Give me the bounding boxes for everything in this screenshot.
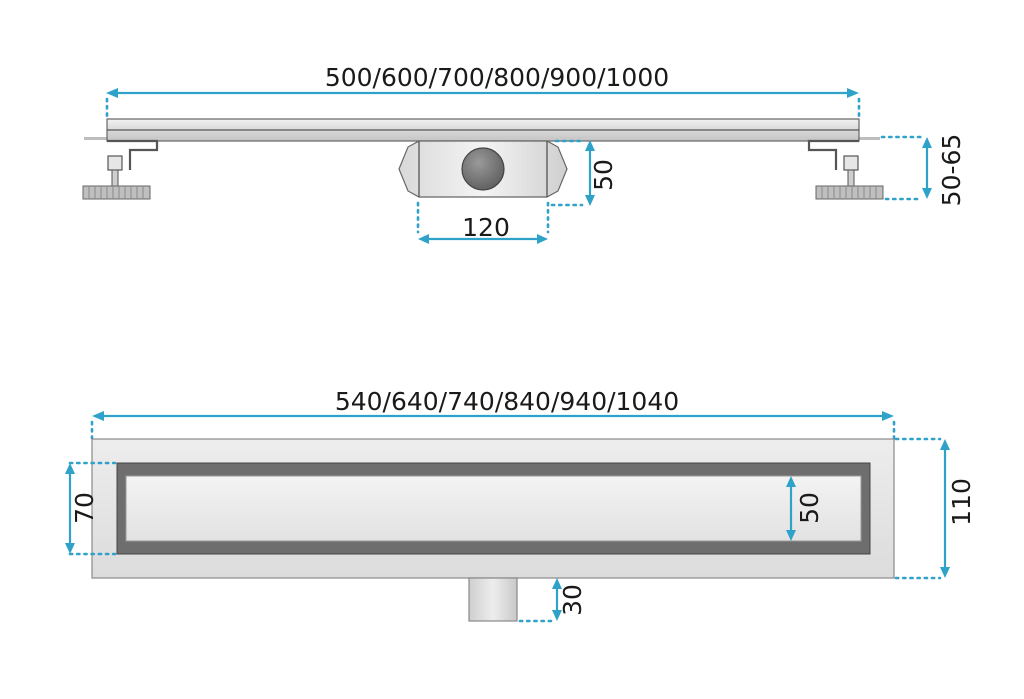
outlet-height-label: 50 bbox=[589, 159, 618, 191]
grate-insert bbox=[125, 475, 862, 542]
inner-width-dimension: 50 bbox=[786, 476, 824, 541]
side-length-dimension: 500/600/700/800/900/1000 bbox=[105, 63, 861, 120]
outlet-width-dimension: 120 bbox=[416, 201, 550, 244]
leveling-foot-left bbox=[82, 139, 159, 200]
outlet-stub-top bbox=[468, 577, 518, 622]
outlet-depth-dimension: 30 bbox=[518, 578, 587, 623]
top-length-label: 540/640/740/840/940/1040 bbox=[335, 387, 679, 416]
top-view: 540/640/740/840/940/1040 70 50 bbox=[65, 387, 976, 623]
adjust-height-label: 50-65 bbox=[937, 134, 966, 207]
side-view: 500/600/700/800/900/1000 bbox=[82, 63, 966, 244]
outlet-width-label: 120 bbox=[462, 213, 510, 242]
adjust-height-dimension: 50-65 bbox=[880, 134, 966, 207]
grate-width-dimension: 70 bbox=[65, 461, 117, 556]
leveling-foot-right bbox=[807, 139, 884, 200]
side-length-label: 500/600/700/800/900/1000 bbox=[325, 63, 669, 92]
outlet-pipe bbox=[461, 147, 505, 191]
top-length-dimension: 540/640/740/840/940/1040 bbox=[90, 387, 896, 440]
total-width-label: 110 bbox=[947, 478, 976, 526]
inner-width-label: 50 bbox=[795, 492, 824, 524]
outlet-height-dimension: 50 bbox=[550, 139, 618, 207]
grate-width-label: 70 bbox=[70, 492, 99, 524]
total-width-dimension: 110 bbox=[894, 437, 976, 580]
outlet-body-side bbox=[398, 140, 568, 198]
outlet-depth-label: 30 bbox=[558, 584, 587, 616]
